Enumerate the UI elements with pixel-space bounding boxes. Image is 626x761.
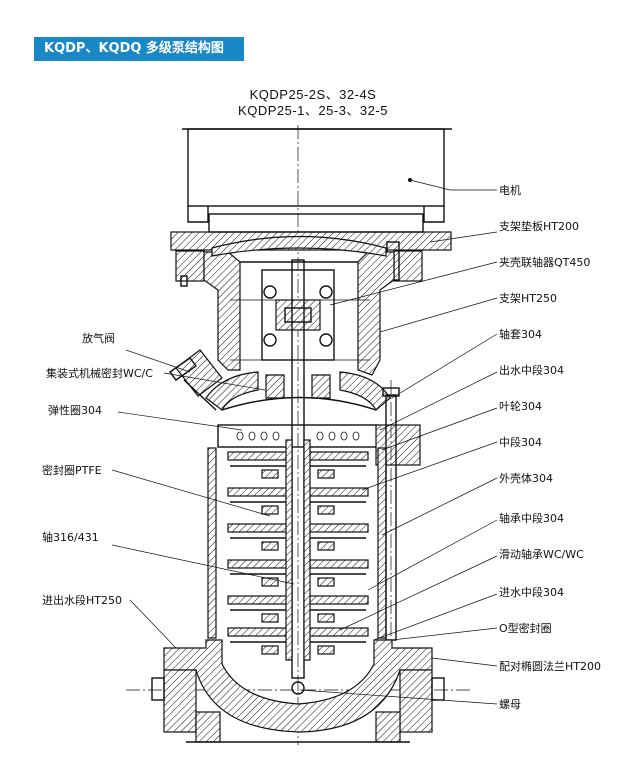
model-line-2: KQDP25-1、25-3、32-5 — [238, 103, 388, 118]
stage-3 — [227, 523, 369, 551]
tie-rod — [382, 380, 400, 650]
label-seal-ptfe: 密封圈PTFE — [42, 463, 102, 477]
motor — [182, 128, 452, 223]
label-shaft-sleeve: 轴套304 — [499, 327, 542, 341]
label-motor: 电机 — [499, 183, 521, 197]
diagram-title: KQDP、KQDQ 多级泵结构图 — [34, 37, 244, 61]
label-bearing-middle: 轴承中段304 — [499, 511, 564, 525]
label-nut: 螺母 — [499, 698, 521, 711]
label-coupling: 夹壳联轴器QT450 — [499, 255, 590, 269]
label-oval-flange: 配对椭圆法兰HT200 — [499, 659, 601, 673]
label-o-ring: O型密封圈 — [499, 621, 552, 635]
model-line-1: KQDP25-2S、32-4S — [249, 87, 377, 102]
seal-cover — [205, 371, 391, 411]
label-outlet-middle: 出水中段304 — [499, 363, 564, 377]
label-mech-seal: 集装式机械密封WC/C — [46, 366, 153, 380]
stage-1 — [227, 451, 369, 479]
label-vent-valve: 放气阀 — [82, 331, 115, 345]
stage-2 — [227, 487, 369, 515]
label-bracket-plate: 支架垫板HT200 — [499, 219, 579, 233]
label-sliding-bearing: 滑动轴承WC/WC — [499, 547, 584, 561]
label-outer-casing: 外壳体304 — [499, 471, 553, 485]
stage-6 — [227, 627, 369, 655]
inlet-outlet-section — [151, 639, 445, 743]
shaft — [285, 259, 311, 695]
label-elastic-ring: 弹性圈304 — [48, 403, 102, 417]
label-impeller: 叶轮304 — [499, 399, 542, 413]
label-shaft: 轴316/431 — [42, 530, 99, 544]
label-bracket: 支架HT250 — [499, 292, 557, 305]
label-inlet-middle: 进水中段304 — [499, 585, 564, 599]
leader-lines — [299, 179, 498, 705]
label-middle-section: 中段304 — [499, 435, 542, 449]
vent-valve — [169, 349, 223, 411]
coupling — [261, 269, 335, 361]
leader-lines-left — [111, 349, 295, 649]
bracket — [203, 235, 395, 376]
label-inlet-outlet-section: 进出水段HT250 — [42, 593, 122, 607]
